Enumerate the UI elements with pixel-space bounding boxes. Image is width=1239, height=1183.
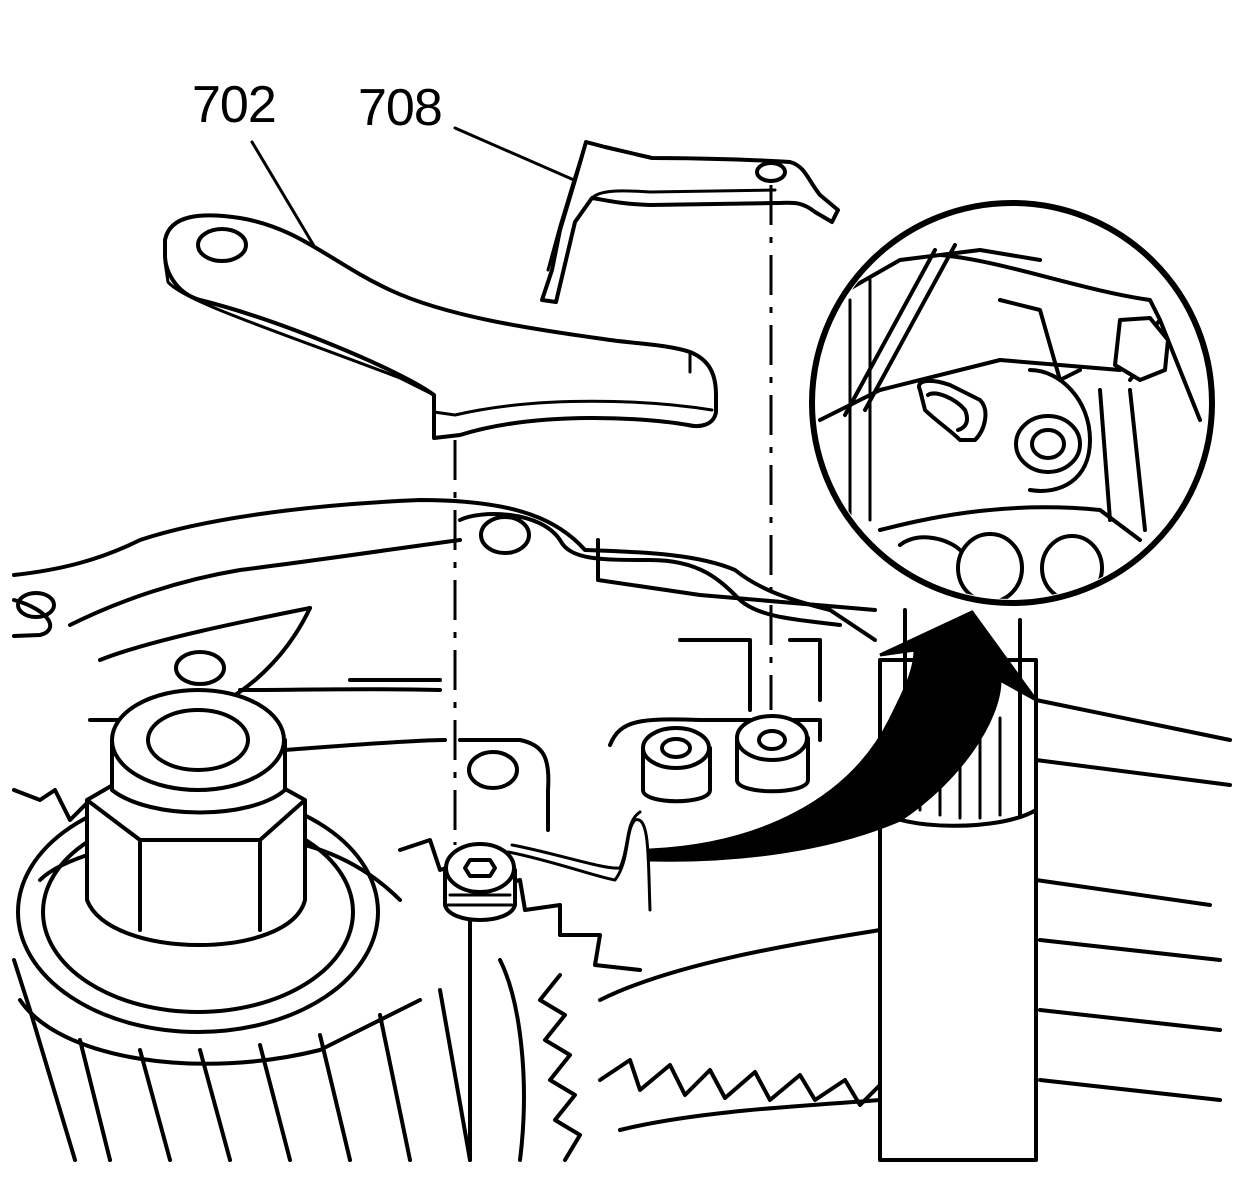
lower-gear-train xyxy=(398,838,1222,1162)
leader-702 xyxy=(250,140,322,258)
callout-702-label: 702 xyxy=(192,76,276,134)
detent-spring-708 xyxy=(540,140,840,304)
magnified-detail-inset xyxy=(809,200,1215,606)
detent-lever-702 xyxy=(163,213,718,440)
lever-pivot-boss xyxy=(641,726,712,804)
output-gear-assembly xyxy=(12,688,472,1162)
callout-arrow xyxy=(648,610,1038,862)
detent-screw xyxy=(443,842,517,922)
installed-spring-wire-2 xyxy=(510,810,642,870)
spring-mount-boss xyxy=(735,714,810,794)
leader-708 xyxy=(453,126,576,182)
transmission-case xyxy=(12,498,877,832)
callout-708-label: 708 xyxy=(358,79,442,137)
